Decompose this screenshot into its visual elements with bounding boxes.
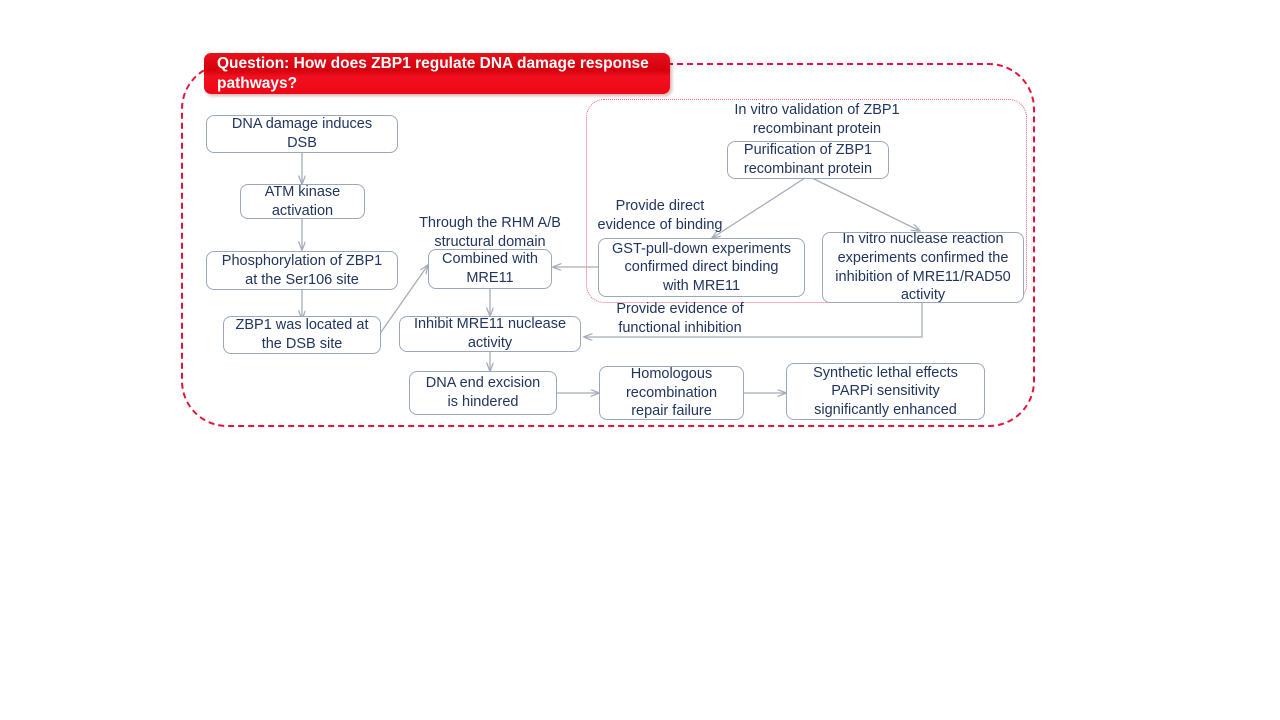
node-atm-kinase-activation[interactable]: ATM kinase activation bbox=[240, 184, 365, 219]
node-synthetic-lethal-parpi[interactable]: Synthetic lethal effects PARPi sensitivi… bbox=[786, 363, 985, 420]
in-vitro-validation-group-label: In vitro validation of ZBP1 recombinant … bbox=[734, 102, 900, 137]
inner-dotted-region bbox=[586, 99, 1027, 303]
node-zbp1-located-dsb-site[interactable]: ZBP1 was located at the DSB site bbox=[223, 316, 381, 354]
node-phosphorylation-zbp1-ser106[interactable]: Phosphorylation of ZBP1 at the Ser106 si… bbox=[206, 251, 398, 290]
node-dna-damage-induces-dsb[interactable]: DNA damage induces DSB bbox=[206, 115, 398, 153]
node-in-vitro-nuclease-reaction[interactable]: In vitro nuclease reaction experiments c… bbox=[822, 231, 1024, 303]
node-inhibit-mre11-nuclease[interactable]: Inhibit MRE11 nuclease activity bbox=[399, 316, 581, 352]
node-gst-pull-down[interactable]: GST-pull-down experiments confirmed dire… bbox=[598, 238, 805, 297]
edge-label-rhm-structural-domain: Through the RHM A/B structural domain bbox=[419, 215, 561, 250]
node-homologous-recombination-failure[interactable]: Homologous recombination repair failure bbox=[599, 366, 744, 420]
node-combined-with-mre11[interactable]: Combined with MRE11 bbox=[428, 249, 552, 289]
question-banner: Question: How does ZBP1 regulate DNA dam… bbox=[204, 53, 670, 94]
edge-label-provide-direct-evidence: Provide direct evidence of binding bbox=[597, 198, 723, 233]
node-dna-end-excision-hindered[interactable]: DNA end excision is hindered bbox=[409, 371, 557, 415]
node-purification-zbp1-protein[interactable]: Purification of ZBP1 recombinant protein bbox=[727, 141, 889, 179]
edge-label-provide-functional-evidence: Provide evidence of functional inhibitio… bbox=[616, 301, 744, 336]
